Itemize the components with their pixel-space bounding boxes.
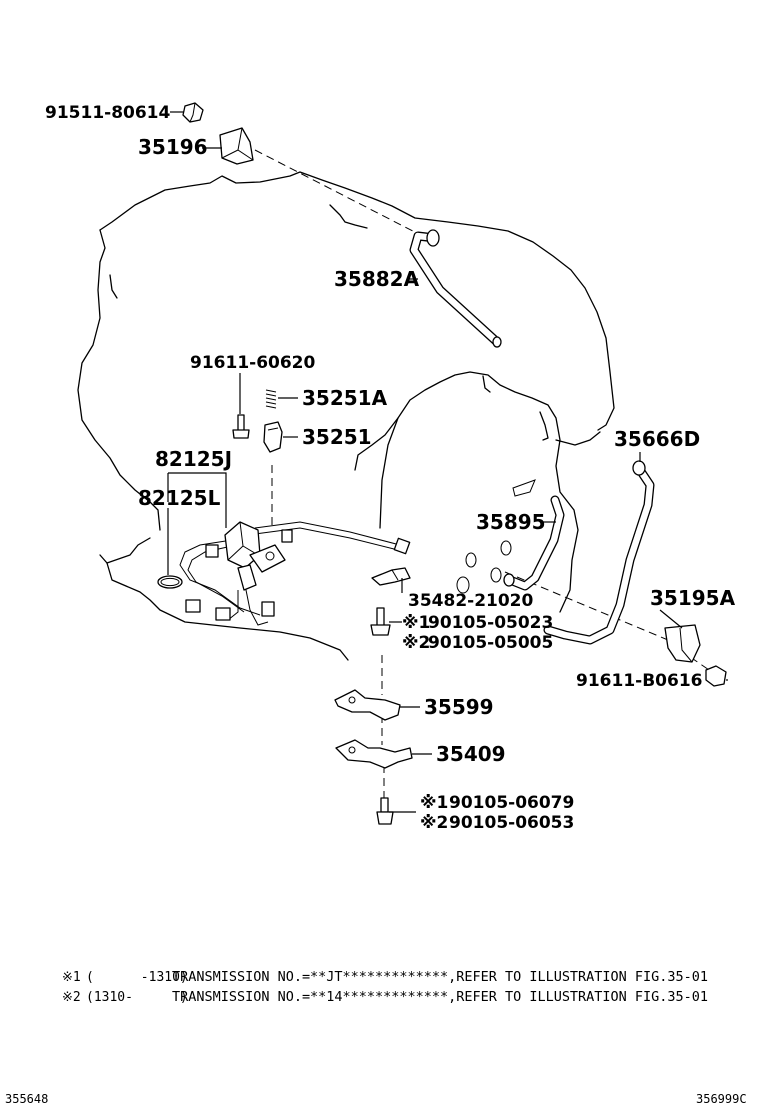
label-35666d: 35666D (614, 427, 700, 451)
mark-2-90105-06053: ※2 (420, 813, 448, 833)
label-35409: 35409 (436, 742, 506, 766)
label-82125j: 82125J (155, 447, 232, 471)
bolt-91611-60620 (232, 414, 250, 439)
illustration-code-left: 355648 (5, 1092, 48, 1106)
footnotes: ※1 ( -1310) TRANSMISSION NO.=**JT*******… (62, 970, 708, 1005)
bracket-35599 (334, 689, 401, 721)
note-2-range: (1310- ) (86, 990, 188, 1005)
label-35196: 35196 (138, 135, 208, 159)
leader-lines (167, 111, 728, 813)
label-91511-80614: 91511-80614 (45, 103, 171, 123)
label-90105-06053: 90105-06053 (449, 813, 574, 833)
bolt-91511-80614 (182, 102, 204, 123)
label-35599: 35599 (424, 695, 494, 719)
label-35895: 35895 (476, 510, 546, 534)
label-82125l: 82125L (138, 486, 221, 510)
valve-35251 (263, 421, 283, 453)
note-1-text: TRANSMISSION NO.=**JT*************,REFER… (172, 970, 708, 985)
illustration-code-right: 356999C (696, 1092, 747, 1106)
bolt-91611-b0616 (705, 665, 727, 687)
note-2-text: TRANSMISSION NO.=**14*************,REFER… (172, 990, 708, 1005)
label-35251a: 35251A (302, 386, 388, 410)
bracket-35409 (335, 739, 413, 769)
label-90105-05005: 90105-05005 (428, 633, 553, 653)
mark-1-90105-06079: ※1 (420, 793, 448, 813)
note-2-mark: ※2 (62, 990, 81, 1005)
label-91611-60620: 91611-60620 (190, 353, 316, 373)
label-91611-b0616: 91611-B0616 (576, 671, 702, 691)
bracket-35482-21020 (371, 567, 411, 586)
clamp-35195a (664, 624, 701, 663)
hose-35895 (503, 495, 565, 591)
spring-35251a (265, 389, 277, 409)
mark-1-90105-05023: ※1 (402, 613, 430, 633)
note-1-mark: ※1 (62, 970, 81, 985)
bolt-90105-06079 (376, 797, 394, 825)
transmission-case-outline (77, 171, 615, 661)
mark-2-90105-05005: ※2 (402, 633, 430, 653)
hose-35666d (543, 460, 655, 645)
note-1-range: ( -1310) (86, 970, 188, 985)
hose-35882a (409, 229, 502, 348)
label-35195a: 35195A (650, 586, 736, 610)
clamp-35196 (219, 127, 254, 165)
label-90105-06079: 90105-06079 (449, 793, 574, 813)
wire-harness (157, 521, 411, 626)
bolt-90105-05023 (370, 607, 391, 636)
label-90105-05023: 90105-05023 (428, 613, 553, 633)
label-35251: 35251 (302, 425, 372, 449)
label-35882a: 35882A (334, 267, 420, 291)
label-35482-21020: 35482-21020 (408, 591, 534, 611)
